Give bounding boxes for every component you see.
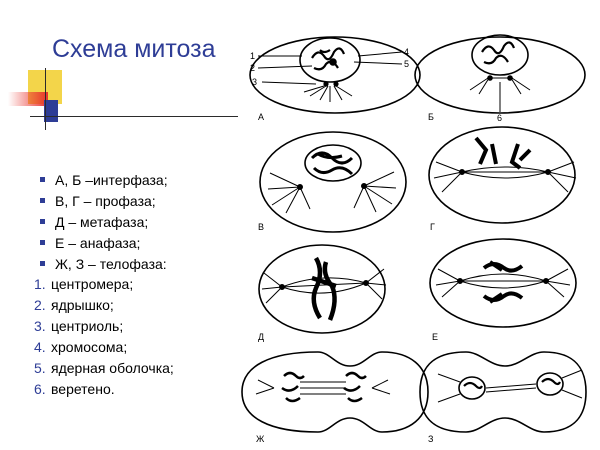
callout-number: 5 bbox=[404, 59, 409, 69]
bullet-icon bbox=[40, 176, 45, 182]
callout-number: 3 bbox=[252, 77, 257, 87]
panel-d-metaphase-cell bbox=[258, 244, 387, 334]
stage-item: А, Б –интерфаза; bbox=[40, 170, 168, 191]
legend-item: 4.хромосома; bbox=[34, 339, 128, 355]
legend-list: 1.центромера; 2.ядрышко; 3.центриоль; 4.… bbox=[34, 274, 174, 400]
callout-number: 4 bbox=[404, 47, 409, 57]
legend-item: 3.центриоль; bbox=[34, 318, 124, 334]
panel-label: Д bbox=[258, 332, 264, 342]
panel-label: А bbox=[258, 112, 264, 122]
callout-number: 2 bbox=[250, 63, 255, 73]
panel-zh-telophase-cell bbox=[241, 351, 429, 433]
legend-item: 5.ядерная оболочка; bbox=[34, 360, 174, 376]
stage-item: Е – анафаза; bbox=[40, 233, 168, 254]
bullet-icon bbox=[40, 239, 45, 245]
decoration-line-horizontal bbox=[30, 116, 238, 117]
stage-item: Д – метафаза; bbox=[40, 212, 168, 233]
decoration-red-bar bbox=[8, 92, 48, 106]
panel-label: З bbox=[428, 434, 433, 444]
panel-label: Е bbox=[432, 332, 438, 342]
stage-list: А, Б –интерфаза; В, Г – профаза; Д – мет… bbox=[40, 170, 168, 275]
decoration-line-vertical bbox=[45, 68, 46, 130]
bullet-icon bbox=[40, 197, 45, 203]
panel-label: Г bbox=[430, 222, 435, 232]
panel-label: Б bbox=[428, 112, 434, 122]
panel-g-prophase-cell bbox=[428, 126, 577, 224]
bullet-icon bbox=[40, 218, 45, 224]
panel-e-anaphase-cell bbox=[429, 238, 577, 328]
legend-item: 6.веретено. bbox=[34, 381, 115, 397]
slide-title: Схема митоза bbox=[52, 35, 216, 63]
panel-label: В bbox=[258, 222, 264, 232]
legend-item: 2.ядрышко; bbox=[34, 297, 114, 313]
bullet-icon bbox=[40, 260, 45, 266]
panel-b-interphase-cell bbox=[414, 34, 586, 114]
callout-number: 1 bbox=[250, 51, 255, 61]
stage-item: В, Г – профаза; bbox=[40, 191, 168, 212]
panel-label: Ж bbox=[256, 434, 265, 444]
panel-a-interphase-cell bbox=[249, 36, 421, 114]
panel-v-prophase-cell bbox=[259, 131, 407, 233]
panel-z-telophase-cell bbox=[419, 351, 587, 433]
stage-item: Ж, З – телофаза: bbox=[40, 254, 168, 275]
callout-number: 6 bbox=[497, 113, 502, 123]
legend-item: 1.центромера; bbox=[34, 276, 134, 292]
